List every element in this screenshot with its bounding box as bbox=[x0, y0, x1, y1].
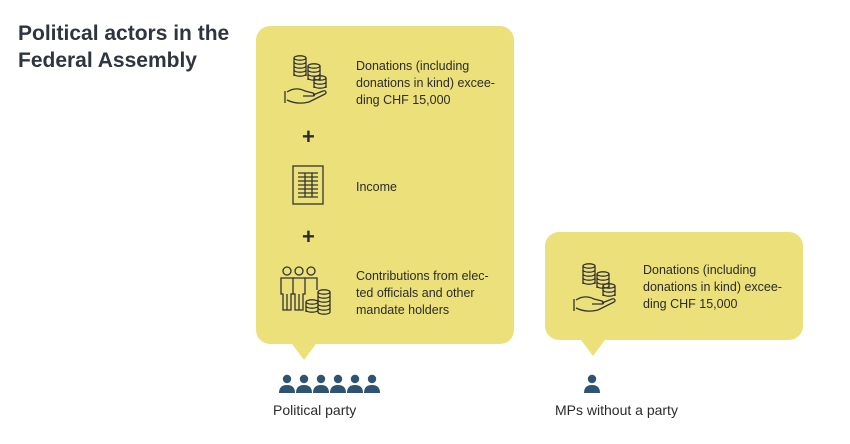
political-party-label: Political party bbox=[273, 402, 357, 418]
plus-sign: + bbox=[302, 124, 315, 149]
donations-line-1: Donations (including bbox=[356, 59, 470, 73]
mp-without-party-label: MPs without a party bbox=[555, 402, 678, 418]
card-pointer bbox=[581, 340, 605, 356]
donations-line-3: ding CHF 15,000 bbox=[356, 93, 451, 107]
political-party-card: Donations (including donations in kind) … bbox=[256, 26, 514, 360]
donations-line-2: donations in kind) excee- bbox=[356, 76, 495, 90]
donations-line-1: Donations (including bbox=[643, 263, 757, 277]
donations-line-3: ding CHF 15,000 bbox=[643, 297, 738, 311]
donations-line-2: donations in kind) excee- bbox=[643, 280, 782, 294]
card-pointer bbox=[292, 344, 316, 360]
party-members-icon bbox=[279, 374, 380, 393]
contributions-line-1: Contributions from elec- bbox=[356, 269, 489, 283]
income-label: Income bbox=[356, 180, 397, 194]
mp-person-icon bbox=[584, 374, 600, 393]
contributions-line-2: ted officials and other bbox=[356, 286, 475, 300]
coins-in-hand-icon bbox=[284, 55, 327, 104]
page-title: Political actors in the Federal Assembly bbox=[18, 22, 230, 72]
coins-in-hand-icon bbox=[573, 263, 616, 312]
plus-sign: + bbox=[302, 224, 315, 249]
document-icon bbox=[292, 165, 324, 205]
people-with-coins-icon bbox=[280, 266, 331, 315]
contributions-line-3: mandate holders bbox=[356, 303, 450, 317]
mp-without-party-card: Donations (including donations in kind) … bbox=[545, 232, 803, 356]
